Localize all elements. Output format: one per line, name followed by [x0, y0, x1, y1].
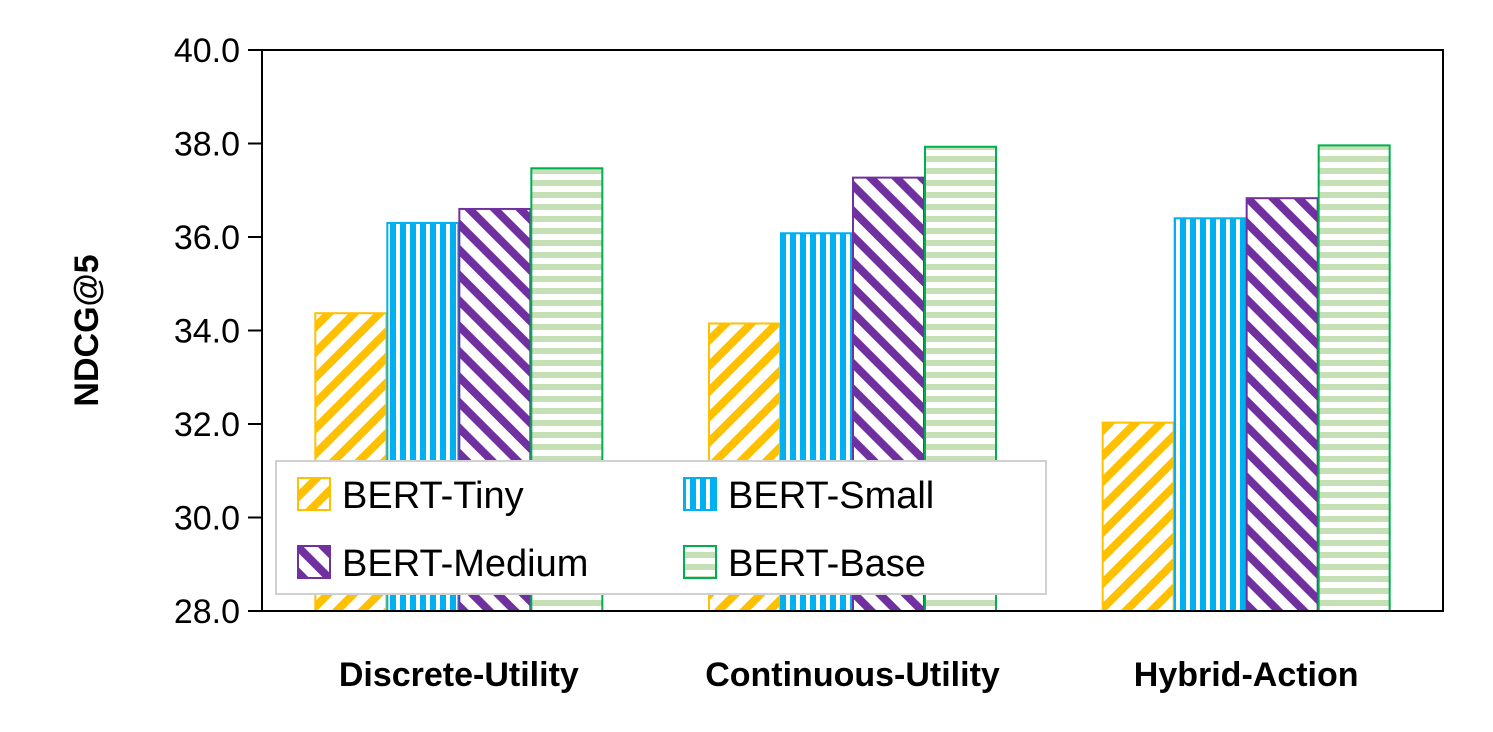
legend-label-bert-base: BERT-Base — [728, 543, 926, 585]
bar-bert-base-hybrid-action — [1317, 144, 1391, 612]
bar-bert-medium-hybrid-action — [1245, 197, 1319, 612]
legend-swatch-bert-base — [683, 545, 717, 579]
legend-swatch-bert-medium — [297, 545, 331, 579]
y-tick-label: 34.0 — [174, 313, 240, 351]
legend-label-bert-small: BERT-Small — [728, 475, 934, 517]
y-tick-label: 30.0 — [174, 500, 240, 538]
legend-swatch-bert-small — [683, 477, 717, 511]
legend-label-bert-tiny: BERT-Tiny — [342, 475, 524, 517]
bar-bert-tiny-hybrid-action — [1101, 421, 1175, 612]
legend-swatch-bert-tiny — [297, 477, 331, 511]
y-tick-label: 36.0 — [174, 219, 240, 257]
legend-box — [275, 460, 1047, 595]
y-tick-label: 28.0 — [174, 593, 240, 631]
y-tick-label: 38.0 — [174, 126, 240, 164]
bar-bert-small-hybrid-action — [1173, 217, 1247, 613]
x-category-label: Discrete-Utility — [339, 656, 579, 694]
legend-label-bert-medium: BERT-Medium — [342, 543, 588, 585]
x-category-label: Hybrid-Action — [1134, 656, 1359, 694]
x-category-label: Continuous-Utility — [705, 656, 1000, 694]
y-tick-label: 40.0 — [174, 32, 240, 70]
y-axis-title: NDCG@5 — [68, 254, 106, 406]
plot-frame — [261, 49, 1444, 612]
y-tick-label: 32.0 — [174, 406, 240, 444]
